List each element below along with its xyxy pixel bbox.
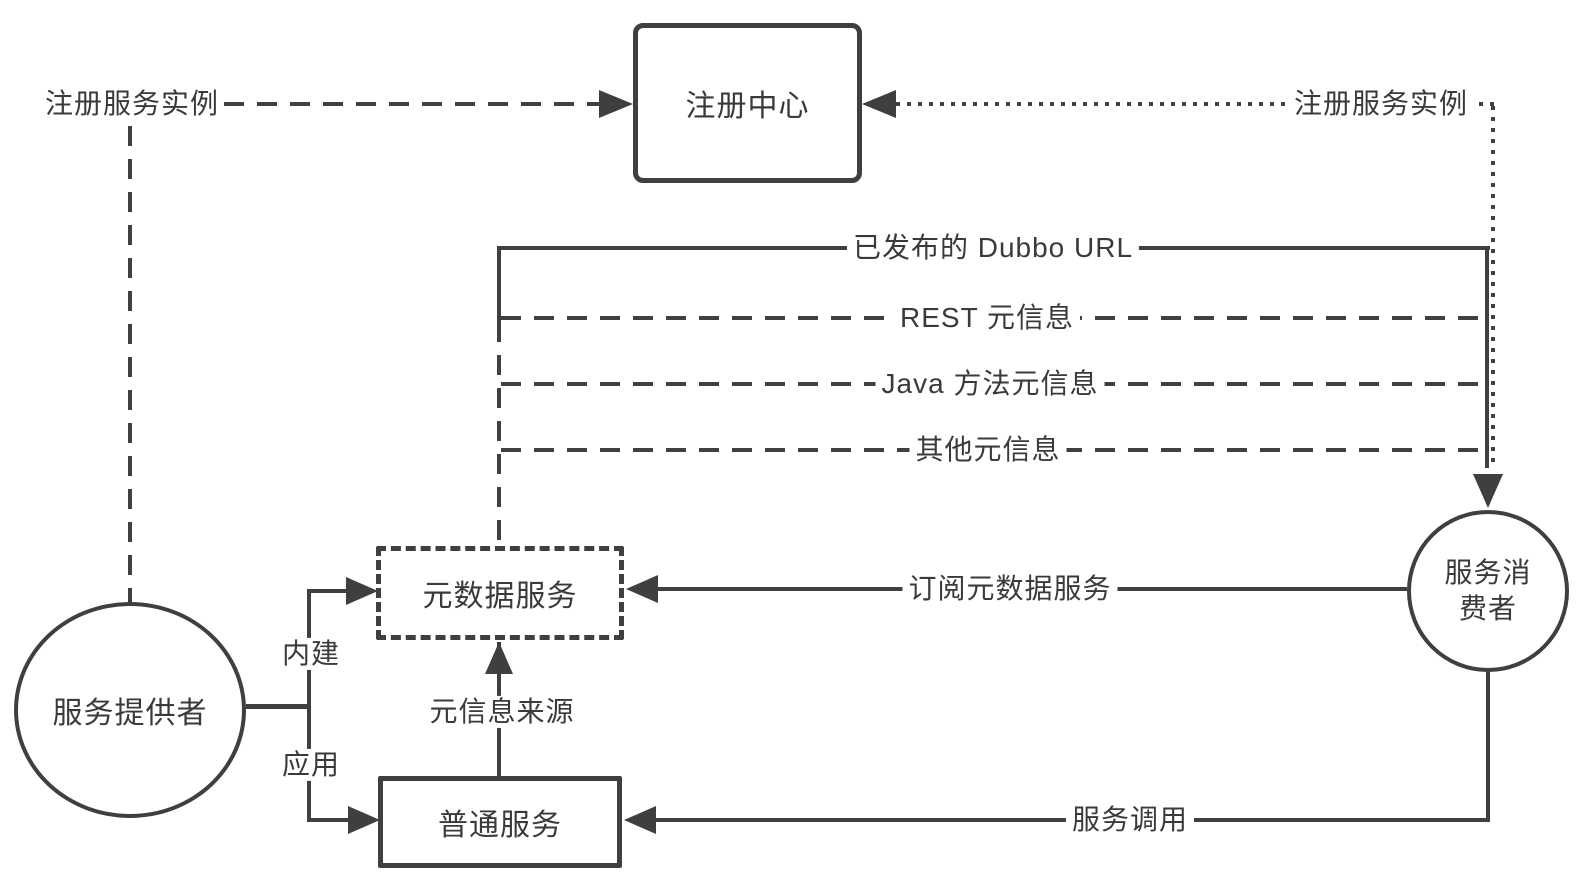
- arrowhead-into-consumer-top: [1473, 474, 1503, 508]
- edge-label-published-dubbo-url: 已发布的 Dubbo URL: [846, 231, 1140, 265]
- edge-label-application: 应用: [275, 748, 347, 782]
- edge-label-service-invocation: 服务调用: [1065, 803, 1195, 837]
- node-registry: 注册中心: [633, 23, 862, 183]
- edge-provider-branch-vertical-line: [307, 589, 311, 822]
- edge-label-metadata-source: 元信息来源: [423, 695, 581, 729]
- edge-label-rest-metadata: REST 元信息: [894, 301, 1080, 335]
- node-metadata-service: 元数据服务: [376, 546, 624, 640]
- node-registry-label: 注册中心: [685, 90, 810, 123]
- arrowhead-into-metadata-service-right: [626, 575, 658, 603]
- node-normal-service: 普通服务: [378, 776, 622, 868]
- edge-service-invocation-vertical-line: [1486, 671, 1490, 820]
- edge-published-dubbo-url-vertical-line: [1485, 246, 1489, 468]
- edge-label-register-instance-left: 注册服务实例: [38, 87, 226, 121]
- node-consumer-label: 服务消费者: [1444, 557, 1532, 624]
- node-consumer: 服务消费者: [1407, 510, 1569, 672]
- edge-provider-branch-line: [246, 704, 311, 709]
- arrowhead-into-metadata-service-bottom: [485, 642, 513, 674]
- node-normal-service-label: 普通服务: [438, 809, 562, 842]
- node-provider-label: 服务提供者: [52, 697, 208, 730]
- edge-builtin-line: [309, 589, 349, 593]
- arrowhead-into-metadata-service-left: [346, 577, 378, 605]
- arrowhead-into-registry-right: [862, 90, 896, 118]
- edge-provider-register-vertical-line: [128, 126, 132, 602]
- edge-metadata-connector-dashed-segment: [497, 322, 501, 546]
- edge-metadata-connector-solid-segment: [497, 246, 501, 322]
- edge-register-instance-left-line: [224, 102, 599, 106]
- edge-label-other-metadata: 其他元信息: [909, 433, 1067, 467]
- edge-register-instance-right-line: [896, 102, 1494, 106]
- edge-label-register-instance-right: 注册服务实例: [1287, 87, 1475, 121]
- node-provider: 服务提供者: [14, 602, 246, 818]
- arrowhead-into-normal-service-right: [624, 806, 656, 834]
- node-metadata-service-label: 元数据服务: [422, 580, 578, 613]
- edge-label-subscribe-metadata: 订阅元数据服务: [902, 572, 1118, 606]
- edge-label-builtin: 内建: [275, 637, 347, 671]
- edge-label-java-method-metadata: Java 方法元信息: [875, 367, 1105, 401]
- arrowhead-into-registry-left: [599, 90, 633, 118]
- edge-register-instance-right-vertical-line: [1491, 106, 1495, 462]
- edge-application-line: [309, 818, 351, 822]
- arrowhead-into-normal-service-left: [348, 806, 380, 834]
